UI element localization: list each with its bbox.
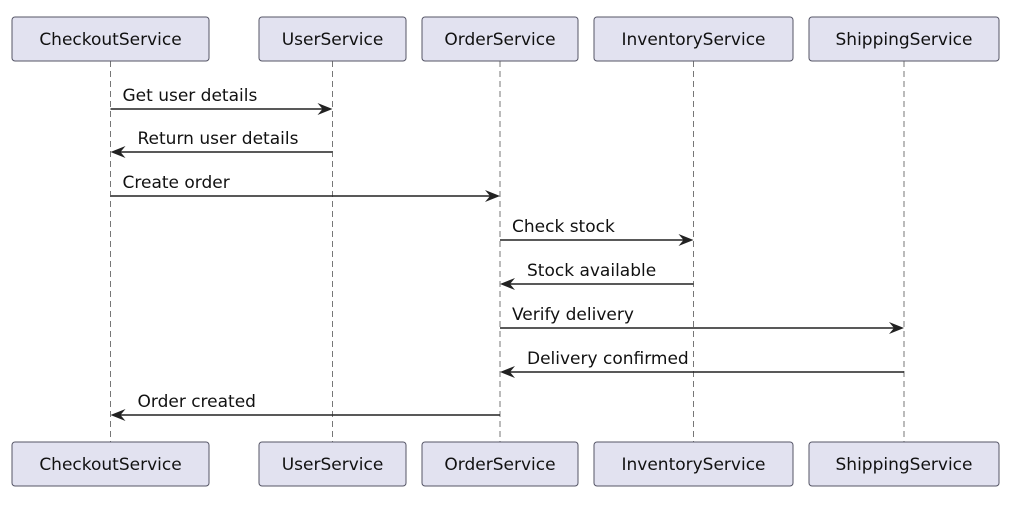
participant-box bbox=[808, 16, 1000, 62]
participant-box bbox=[258, 441, 407, 487]
participant-inventory-top: InventoryService bbox=[593, 16, 794, 62]
participant-inventory-bottom: InventoryService bbox=[593, 441, 794, 487]
message-label: Check stock bbox=[512, 217, 615, 237]
participant-label: ShippingService bbox=[836, 30, 973, 50]
message-label: Stock available bbox=[527, 261, 656, 281]
participant-label: CheckoutService bbox=[39, 30, 181, 50]
message-8: Order created bbox=[110, 392, 500, 421]
participant-user-top: UserService bbox=[258, 16, 407, 62]
participant-label: ShippingService bbox=[836, 455, 973, 475]
arrowhead-icon bbox=[485, 190, 500, 202]
lifelines bbox=[110, 61, 905, 442]
message-label: Get user details bbox=[123, 86, 258, 106]
participant-order-top: OrderService bbox=[421, 16, 579, 62]
participant-label: CheckoutService bbox=[39, 455, 181, 475]
arrowhead-icon bbox=[110, 146, 126, 158]
arrowhead-icon bbox=[317, 103, 333, 115]
participant-label: OrderService bbox=[444, 455, 555, 475]
participant-label: InventoryService bbox=[621, 455, 765, 475]
arrowhead-icon bbox=[889, 322, 904, 334]
participant-box bbox=[421, 441, 579, 487]
message-label: Order created bbox=[138, 392, 256, 412]
participant-box bbox=[593, 441, 794, 487]
participant-label: UserService bbox=[282, 455, 384, 475]
participant-shipping-bottom: ShippingService bbox=[808, 441, 1000, 487]
message-label: Create order bbox=[123, 173, 230, 193]
participant-box bbox=[11, 16, 210, 62]
message-7: Delivery confirmed bbox=[500, 349, 904, 378]
participant-checkout-top: CheckoutService bbox=[11, 16, 210, 62]
participant-box bbox=[808, 441, 1000, 487]
message-6: Verify delivery bbox=[500, 305, 904, 334]
message-label: Verify delivery bbox=[512, 305, 634, 325]
arrowhead-icon bbox=[678, 234, 694, 246]
participant-label: UserService bbox=[282, 30, 384, 50]
participants-bottom: CheckoutService UserService OrderService In… bbox=[11, 441, 1000, 487]
arrowhead-icon bbox=[500, 278, 515, 290]
arrowhead-icon bbox=[500, 366, 515, 378]
message-5: Stock available bbox=[500, 261, 694, 290]
participant-shipping-top: ShippingService bbox=[808, 16, 1000, 62]
message-label: Return user details bbox=[138, 129, 299, 149]
participant-checkout-bottom: CheckoutService bbox=[11, 441, 210, 487]
participant-box bbox=[258, 16, 407, 62]
participant-box bbox=[421, 16, 579, 62]
message-4: Check stock bbox=[500, 217, 694, 246]
participant-label: OrderService bbox=[444, 30, 555, 50]
participant-label: InventoryService bbox=[621, 30, 765, 50]
message-3: Create order bbox=[110, 173, 500, 202]
arrowhead-icon bbox=[110, 409, 126, 421]
participant-box bbox=[11, 441, 210, 487]
participants-top: CheckoutService UserService OrderService In… bbox=[11, 16, 1000, 62]
message-2: Return user details bbox=[110, 129, 333, 158]
participant-order-bottom: OrderService bbox=[421, 441, 579, 487]
message-label: Delivery confirmed bbox=[527, 349, 689, 369]
participant-user-bottom: UserService bbox=[258, 441, 407, 487]
message-1: Get user details bbox=[110, 86, 333, 115]
participant-box bbox=[593, 16, 794, 62]
